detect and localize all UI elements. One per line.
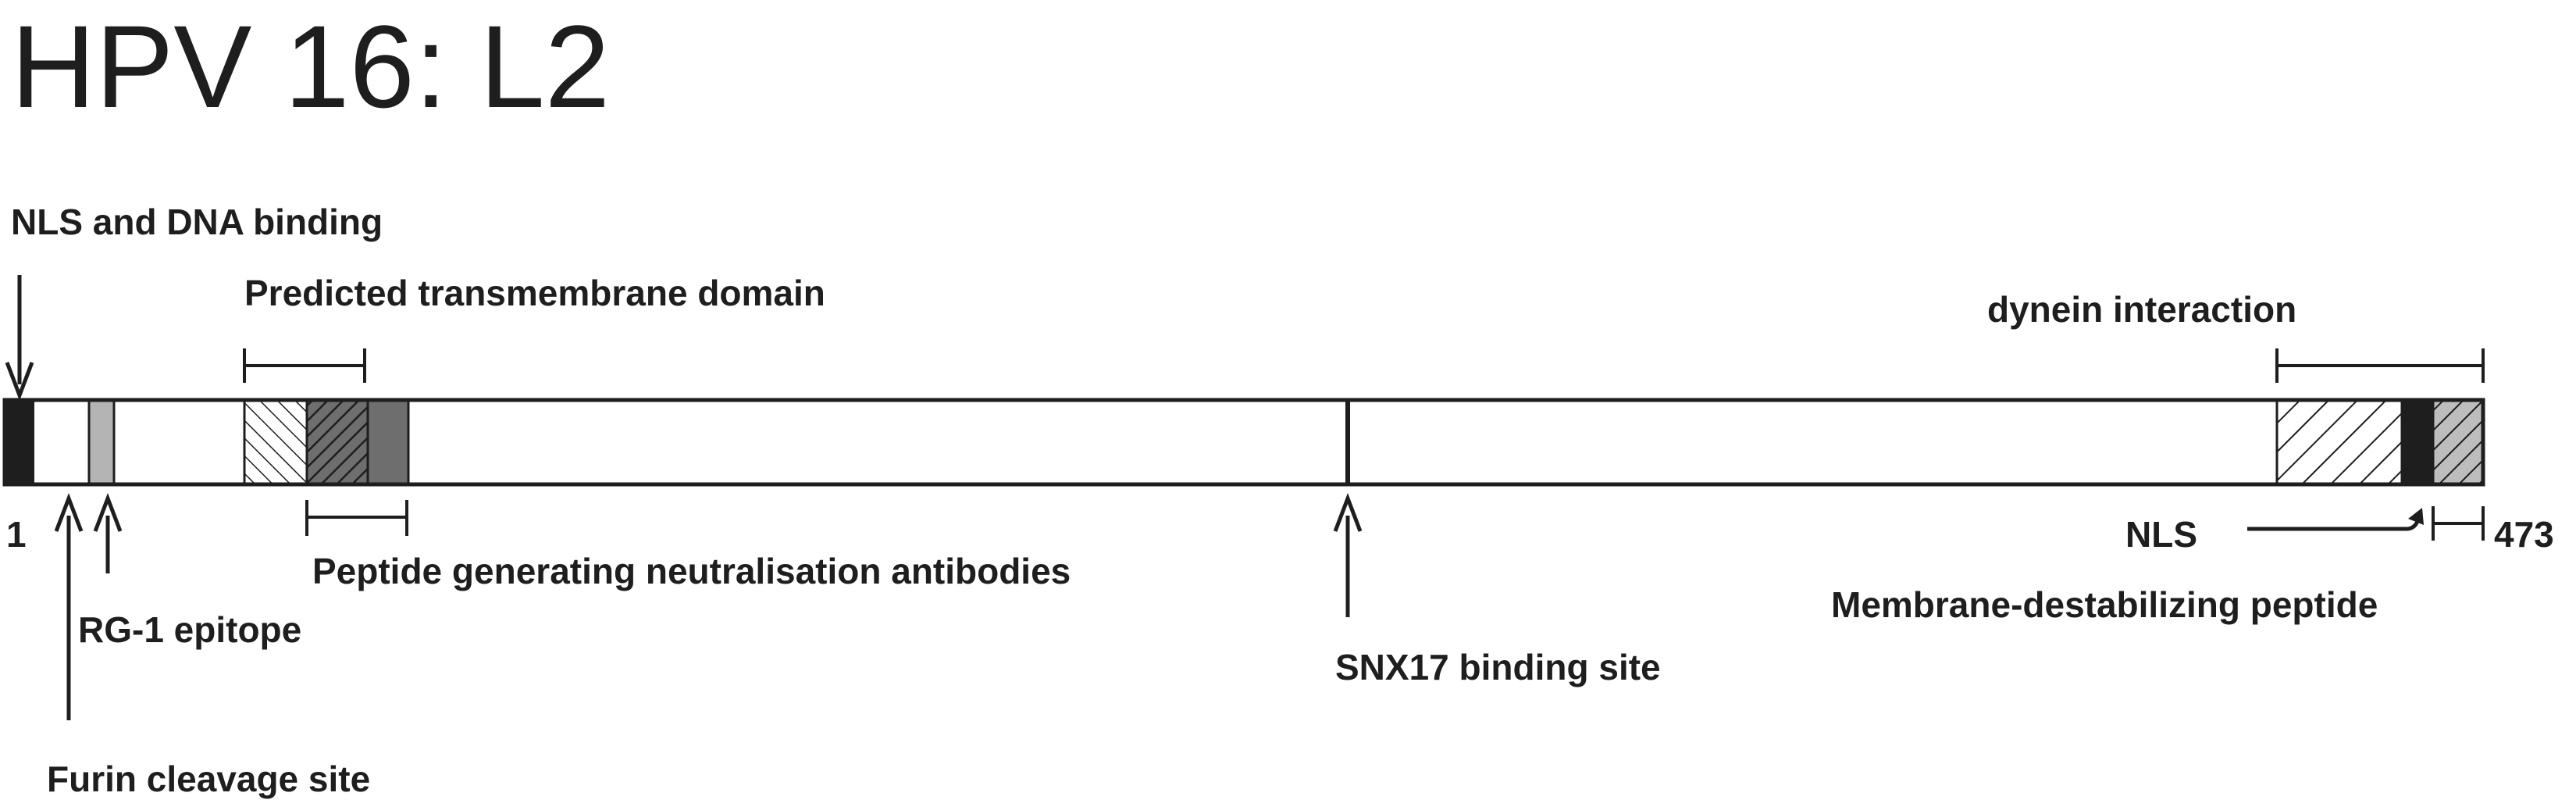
furin-label: Furin cleavage site [47,759,370,799]
nls-dna-arrow-head [5,362,34,402]
membrane-peptide-label: Membrane-destabilizing peptide [1831,584,2378,625]
nls-dna-label: NLS and DNA binding [11,202,383,242]
residue-start-label: 1 [6,514,27,555]
tm-domain-label: Predicted transmembrane domain [244,273,825,313]
dynein-bracket [2275,348,2485,383]
membrane-destabilizing-region [2432,398,2485,486]
transmembrane-dark-hatch-region [305,398,369,486]
snx17-arrow-head [1333,492,1363,532]
rg1-label: RG-1 epitope [78,609,301,650]
membrane-peptide-bracket [2432,506,2485,541]
transmembrane-light-hatch-region [243,398,308,486]
nls-c-terminal-region [2402,400,2433,484]
nls-label: NLS [2125,514,2197,555]
diagram-title: HPV 16: L2 [11,1,610,132]
nls-arrow-head [2408,508,2424,525]
neutralisation-peptide-label: Peptide generating neutralisation antibo… [312,551,1071,591]
dynein-hatch-region [2275,398,2403,486]
rg1-epitope-region [87,398,116,486]
neutralisation-peptide-region [366,398,410,486]
nls-dna-binding-region [5,400,34,484]
rg1-arrow-head [93,492,123,532]
neutralisation-peptide-bracket [305,500,408,536]
dynein-label: dynein interaction [1987,289,2296,330]
tm-domain-bracket [243,348,366,383]
protein-bar-outline [2,398,2485,487]
snx17-label: SNX17 binding site [1335,647,1661,687]
nls-arrow-shaft [2247,516,2421,531]
protein-bar [2,398,2485,487]
furin-arrow-head [54,492,84,532]
residue-end-label: 473 [2494,514,2554,555]
